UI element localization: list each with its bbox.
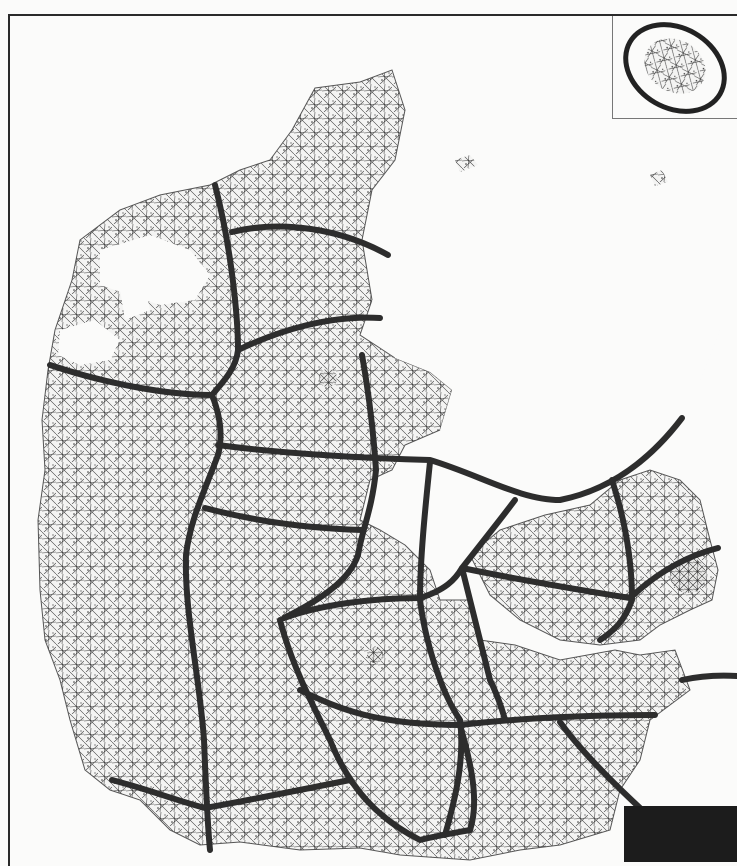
land-east-island (469, 469, 719, 646)
boundary-central-diagonal (202, 505, 365, 533)
boundary-east-island (597, 477, 635, 643)
map-frame-border (8, 14, 737, 866)
fjord-limfjord (100, 235, 210, 305)
boundary-west-east-main (47, 362, 224, 458)
boundary-far-east (679, 672, 737, 683)
island-small-1 (455, 155, 478, 172)
city-cluster-mid (319, 369, 337, 387)
boundary-east-link (459, 497, 518, 723)
legend-credits-box (624, 806, 737, 862)
sea-kattegat (372, 120, 737, 495)
boundary-southwest (109, 777, 353, 811)
inset-svg (623, 22, 727, 114)
boundary-south-v (277, 617, 473, 843)
boundary-south-horizontal (281, 545, 721, 621)
boundary-central-spine (182, 452, 221, 853)
city-cluster-south (367, 647, 383, 663)
boundary-east-vertical-1 (281, 352, 379, 621)
inset-ring (623, 22, 727, 114)
boundary-mid-horizontal (215, 415, 685, 503)
boundary-south-close (457, 722, 478, 833)
inset-land (644, 38, 706, 94)
boundary-north-mid (235, 314, 383, 353)
zone-boundaries (47, 182, 737, 853)
inset-locator-map (612, 16, 737, 119)
boundary-south-diag (557, 719, 643, 811)
boundary-east-vertical-2 (417, 459, 465, 838)
fjord-north (120, 285, 150, 320)
island-small-2 (650, 170, 668, 186)
boundary-north-vertical (209, 182, 241, 398)
fjord-west (58, 320, 120, 365)
boundary-north-arc (229, 223, 391, 258)
